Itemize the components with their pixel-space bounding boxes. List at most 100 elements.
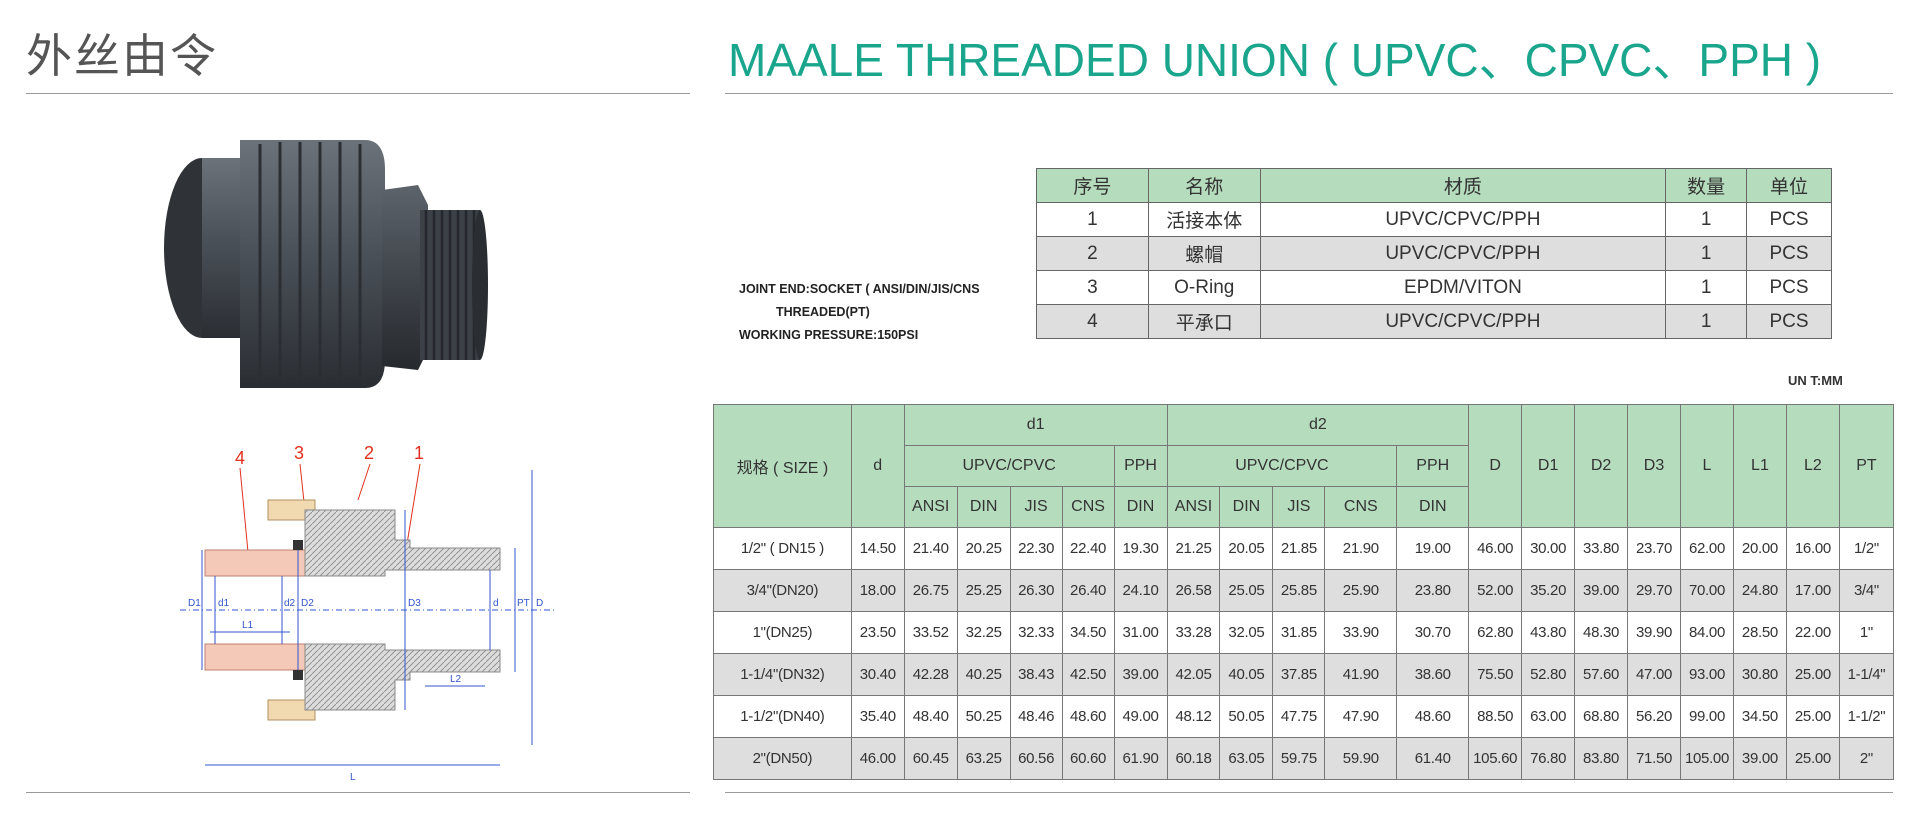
table-cell: 48.60	[1396, 695, 1470, 738]
table-cell: 30.80	[1732, 653, 1787, 696]
table-cell: 71.50	[1627, 737, 1681, 780]
dim-label-D2: D2	[301, 598, 314, 609]
dim-header-d2: d2	[1166, 404, 1470, 446]
table-cell: 26.40	[1061, 569, 1115, 612]
table-cell: 50.25	[956, 695, 1011, 738]
dim-header-row-3: ANSI DIN JIS CNS DIN ANSI DIN JIS CNS DI…	[714, 486, 1894, 528]
table-cell: 19.30	[1113, 527, 1168, 570]
size-cell: 3/4"(DN20)	[713, 569, 852, 612]
table-cell: 39.90	[1627, 611, 1681, 654]
table-cell: 47.75	[1272, 695, 1326, 738]
table-cell: 39.00	[1113, 653, 1168, 696]
dim-header-size: 规格 ( SIZE )	[713, 404, 852, 528]
parts-cell: 4	[1036, 304, 1149, 339]
table-cell: 16.00	[1785, 527, 1840, 570]
parts-header-qty: 数量	[1665, 168, 1748, 203]
table-cell: 68.80	[1574, 695, 1629, 738]
table-cell: 63.00	[1521, 695, 1576, 738]
table-cell: 61.90	[1113, 737, 1168, 780]
dim-header-din-pph: DIN	[1113, 486, 1168, 528]
table-cell: 30.40	[850, 653, 905, 696]
dim-label-D: D	[536, 598, 543, 609]
parts-cell: UPVC/CPVC/PPH	[1259, 202, 1667, 237]
size-cell: 1"(DN25)	[713, 611, 852, 654]
table-cell: 41.90	[1324, 653, 1398, 696]
dimension-table: 规格 ( SIZE ) d d1 d2 D D1 D2 D3 L L1 L2 P…	[713, 404, 1895, 780]
table-cell: 59.90	[1324, 737, 1398, 780]
table-cell: 105.60	[1468, 737, 1523, 780]
dim-header-row-1: 规格 ( SIZE ) d d1 d2 D D1 D2 D3 L L1 L2 P…	[713, 404, 1895, 528]
size-cell: 1/2" ( DN15 )	[713, 527, 852, 570]
parts-cell: PCS	[1746, 236, 1832, 271]
table-cell: 25.00	[1785, 653, 1840, 696]
table-cell: 61.40	[1396, 737, 1470, 780]
parts-header-unit: 单位	[1746, 168, 1832, 203]
table-cell: 63.25	[956, 737, 1011, 780]
table-cell: 19.00	[1396, 527, 1470, 570]
table-cell: 88.50	[1468, 695, 1523, 738]
table-cell: 60.60	[1061, 737, 1115, 780]
dim-label-d: d	[493, 598, 499, 609]
table-cell: 28.50	[1732, 611, 1787, 654]
table-cell: 57.60	[1574, 653, 1629, 696]
table-cell: 26.30	[1009, 569, 1063, 612]
table-cell: 60.45	[903, 737, 958, 780]
table-cell: 46.00	[850, 737, 905, 780]
table-cell: 22.40	[1061, 527, 1115, 570]
table-cell: 42.05	[1166, 653, 1221, 696]
table-cell: 25.25	[956, 569, 1011, 612]
table-cell: 33.80	[1574, 527, 1629, 570]
table-cell: 31.00	[1113, 611, 1168, 654]
table-cell: 25.00	[1785, 695, 1840, 738]
table-cell: 32.25	[956, 611, 1011, 654]
parts-row: 4 平承口 UPVC/CPVC/PPH 1 PCS	[1036, 304, 1832, 339]
table-cell: 1-1/4"	[1838, 653, 1895, 696]
page-title-english: MAALE THREADED UNION ( UPVC、CPVC、PPH )	[728, 34, 1822, 86]
table-cell: 18.00	[850, 569, 905, 612]
parts-cell: 1	[1036, 202, 1149, 237]
size-cell: 1-1/2"(DN40)	[713, 695, 852, 738]
table-cell: 14.50	[850, 527, 905, 570]
bottom-rule-right	[725, 792, 1893, 793]
table-cell: 32.05	[1219, 611, 1274, 654]
dim-header-jis: JIS	[1009, 486, 1063, 528]
table-cell: 48.46	[1009, 695, 1063, 738]
dim-header-D1: D1	[1521, 404, 1576, 528]
dim-label-PT: PT	[517, 598, 530, 609]
table-cell: 40.25	[956, 653, 1011, 696]
table-cell: 26.75	[903, 569, 958, 612]
table-cell: 32.33	[1009, 611, 1063, 654]
dim-label-L: L	[350, 772, 356, 783]
dim-header-L1: L1	[1732, 404, 1787, 528]
table-cell: 30.70	[1396, 611, 1470, 654]
table-cell: 59.75	[1272, 737, 1326, 780]
table-cell: 56.20	[1627, 695, 1681, 738]
parts-row: 1 活接本体 UPVC/CPVC/PPH 1 PCS	[1036, 202, 1832, 237]
table-cell: 20.25	[956, 527, 1011, 570]
parts-cell: PCS	[1746, 304, 1832, 339]
table-cell: 23.70	[1627, 527, 1681, 570]
table-cell: 62.80	[1468, 611, 1523, 654]
table-cell: 70.00	[1680, 569, 1734, 612]
table-cell: 46.00	[1468, 527, 1523, 570]
bottom-rule-left	[26, 792, 690, 793]
parts-table: 序号 名称 材质 数量 单位 1 活接本体 UPVC/CPVC/PPH 1 PC…	[1036, 168, 1832, 339]
table-cell: 21.40	[903, 527, 958, 570]
table-cell: 38.43	[1009, 653, 1063, 696]
dim-header-din: DIN	[956, 486, 1011, 528]
table-cell: 1-1/2"	[1838, 695, 1895, 738]
spec-threaded: THREADED(PT)	[776, 305, 870, 319]
parts-cell: UPVC/CPVC/PPH	[1259, 236, 1667, 271]
table-cell: 21.90	[1324, 527, 1398, 570]
table-cell: 83.80	[1574, 737, 1629, 780]
dim-header-din: DIN	[1219, 486, 1274, 528]
parts-cell: 平承口	[1147, 304, 1261, 339]
table-cell: 40.05	[1219, 653, 1274, 696]
table-cell: 3/4"	[1838, 569, 1895, 612]
dim-header-D2: D2	[1574, 404, 1629, 528]
